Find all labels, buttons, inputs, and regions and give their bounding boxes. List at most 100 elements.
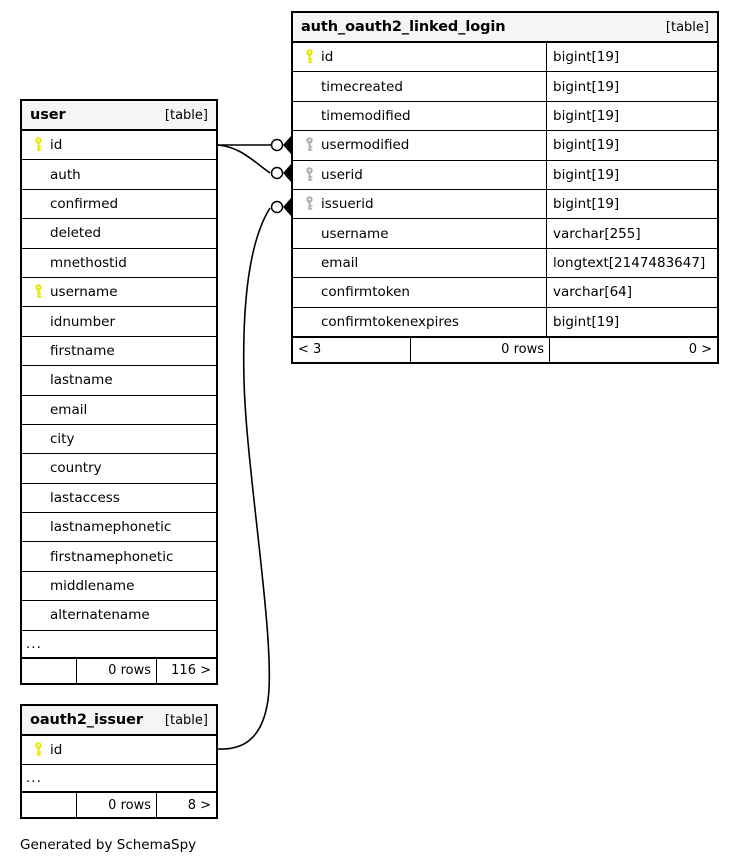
row-count: 0 rows: [76, 793, 156, 818]
column-name: lastaccess: [50, 489, 120, 506]
column-name: issuerid: [321, 196, 374, 213]
generator-caption: Generated by SchemaSpy: [20, 837, 197, 853]
table-row[interactable]: lastnamephonetic: [22, 513, 216, 543]
table-row[interactable]: mnethostid: [22, 249, 216, 278]
table-row[interactable]: username varchar[255]: [293, 219, 717, 249]
table-row[interactable]: alternatename: [22, 601, 216, 631]
table-header: oauth2_issuer [table]: [22, 706, 216, 736]
column-type: bigint[19]: [546, 43, 717, 72]
table-footer: 0 rows 116 >: [22, 657, 216, 683]
column-name-cell: id: [22, 131, 216, 159]
table-row[interactable]: lastname: [22, 366, 216, 396]
column-name: city: [50, 431, 75, 448]
table-row[interactable]: id: [22, 131, 216, 161]
column-name-cell: confirmed: [22, 190, 216, 218]
column-name-cell: id: [22, 736, 216, 764]
table-auth-oauth2-linked-login[interactable]: auth_oauth2_linked_login [table] id bigi…: [291, 11, 719, 364]
no-key-spacer: [28, 490, 48, 506]
table-user[interactable]: user [table] id auth confirmed: [20, 99, 218, 685]
column-name-cell: country: [22, 454, 216, 482]
column-name: timecreated: [321, 78, 403, 95]
table-row[interactable]: idnumber: [22, 307, 216, 337]
column-name: username: [50, 284, 118, 301]
table-row[interactable]: id: [22, 736, 216, 766]
column-type: bigint[19]: [546, 72, 717, 101]
column-name: email: [321, 254, 359, 271]
column-name-cell: usermodified: [293, 131, 546, 159]
column-name: mnethostid: [50, 254, 127, 271]
column-name: country: [50, 460, 102, 477]
column-name-cell: confirmtokenexpires: [293, 308, 546, 336]
relationship-arrowhead: [283, 136, 291, 154]
table-title: auth_oauth2_linked_login: [301, 19, 506, 35]
table-row[interactable]: timemodified bigint[19]: [293, 101, 717, 132]
no-key-spacer: [28, 225, 48, 241]
no-key-spacer: [299, 284, 319, 300]
table-row[interactable]: lastaccess: [22, 484, 216, 514]
column-type: varchar[64]: [546, 278, 717, 307]
table-header: user [table]: [22, 101, 216, 131]
table-row[interactable]: middlename: [22, 572, 216, 602]
column-name-cell: firstname: [22, 337, 216, 365]
column-name: firstnamephonetic: [50, 548, 174, 565]
no-key-spacer: [299, 255, 319, 271]
table-row[interactable]: firstnamephonetic: [22, 542, 216, 572]
column-name-cell: email: [22, 396, 216, 424]
primary-key-icon: [299, 49, 319, 65]
column-name: id: [50, 137, 63, 154]
child-relations-count[interactable]: 8 >: [156, 793, 216, 818]
table-row[interactable]: confirmed: [22, 190, 216, 220]
no-key-spacer: [299, 108, 319, 124]
no-key-spacer: [28, 431, 48, 447]
column-name: username: [321, 225, 389, 242]
column-type: longtext[2147483647]: [546, 248, 717, 278]
column-name: deleted: [50, 225, 102, 242]
table-row[interactable]: confirmtokenexpires bigint[19]: [293, 307, 717, 337]
column-name-cell: mnethostid: [22, 249, 216, 277]
table-row[interactable]: confirmtoken varchar[64]: [293, 278, 717, 308]
column-name: id: [321, 49, 334, 66]
parent-relations-count[interactable]: [22, 793, 76, 817]
child-relations-count[interactable]: 116 >: [156, 658, 216, 683]
table-row[interactable]: deleted: [22, 219, 216, 249]
column-name-cell: issuerid: [293, 190, 546, 218]
parent-relations-count[interactable]: < 3: [298, 342, 322, 358]
relationship-oauth2issuer-id-to-issuerid: [217, 207, 271, 750]
no-key-spacer: [28, 196, 48, 212]
column-type: varchar[255]: [546, 219, 717, 248]
table-row[interactable]: firstname: [22, 337, 216, 367]
table-row[interactable]: email longtext[2147483647]: [293, 248, 717, 279]
column-name-cell: confirmtoken: [293, 278, 546, 306]
table-row[interactable]: id bigint[19]: [293, 43, 717, 73]
column-type: bigint[19]: [546, 101, 717, 131]
column-name-cell: deleted: [22, 219, 216, 247]
relationship-arrowhead: [283, 198, 291, 216]
column-name-cell: alternatename: [22, 601, 216, 629]
table-row[interactable]: country: [22, 454, 216, 484]
table-row[interactable]: auth: [22, 160, 216, 190]
table-title: oauth2_issuer: [30, 712, 143, 728]
table-row[interactable]: usermodified bigint[19]: [293, 131, 717, 161]
table-row[interactable]: email: [22, 396, 216, 425]
column-name: timemodified: [321, 107, 411, 124]
no-key-spacer: [299, 79, 319, 95]
parent-relations-count[interactable]: [22, 659, 76, 683]
no-key-spacer: [299, 226, 319, 242]
no-key-spacer: [299, 314, 319, 330]
table-row[interactable]: city: [22, 425, 216, 455]
table-row[interactable]: username: [22, 278, 216, 308]
no-key-spacer: [28, 167, 48, 183]
table-row[interactable]: userid bigint[19]: [293, 160, 717, 190]
table-oauth2-issuer[interactable]: oauth2_issuer [table] id ... 0 rows 8 >: [20, 704, 218, 820]
relationship-arrowhead: [283, 164, 291, 182]
child-relations-count[interactable]: 0 >: [549, 337, 717, 362]
no-key-spacer: [28, 578, 48, 594]
column-name-cell: lastname: [22, 366, 216, 394]
table-row[interactable]: issuerid bigint[19]: [293, 189, 717, 220]
column-name: confirmed: [50, 195, 119, 212]
foreign-key-icon: [299, 137, 319, 153]
column-name: lastnamephonetic: [50, 519, 172, 536]
table-kind-label: [table]: [665, 19, 709, 35]
table-row[interactable]: timecreated bigint[19]: [293, 72, 717, 102]
primary-key-icon: [28, 742, 48, 758]
